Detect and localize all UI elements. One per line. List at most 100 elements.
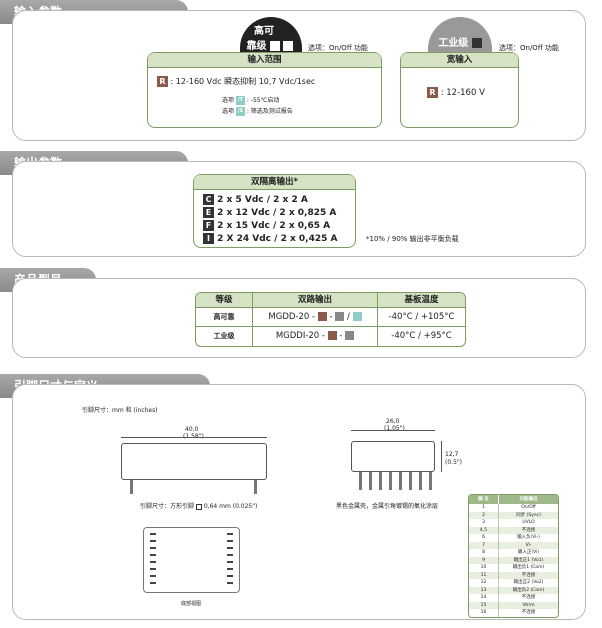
pin-table-row: 2 同步 (Sync) xyxy=(469,511,558,519)
pin-function: Vtrim xyxy=(522,602,535,608)
pin-table-row: 13 输出负2 (Com) xyxy=(469,586,558,594)
pin-table-row: 16 不连接 xyxy=(469,609,558,617)
pin-unit-label: 引脚尺寸：mm 和 (inches) xyxy=(82,407,158,414)
pin-number: 16 xyxy=(469,609,499,617)
pin-number: 2 xyxy=(469,511,499,519)
pin-table-row: 14 不连接 xyxy=(469,594,558,602)
pin-number: 8 xyxy=(469,549,499,557)
industrial-badge-text: 工业级 xyxy=(438,38,469,49)
wide-code-badge: R xyxy=(427,87,438,98)
pin-table-row: 1 On/Off xyxy=(469,504,558,512)
height-in: (0.5") xyxy=(445,459,462,466)
pin-lead xyxy=(419,472,422,490)
output-text: 2 X 24 Vdc / 2 x 0,425 A xyxy=(217,234,338,244)
option2-label: 选项 xyxy=(222,108,235,115)
height-dimension-line xyxy=(441,441,442,472)
output-code: F xyxy=(203,220,214,231)
pin-function: 不连接 xyxy=(521,595,536,600)
model-temp: -40°C / +95°C xyxy=(391,331,452,341)
output-text: 2 x 15 Vdc / 2 x 0,65 A xyxy=(217,221,331,231)
square-pin-icon xyxy=(195,503,202,510)
wide-input-header: 宽输入 xyxy=(401,53,518,68)
model-grade: 高可靠 xyxy=(196,308,253,326)
width-dimension-line xyxy=(121,437,267,438)
square-icon xyxy=(283,41,294,51)
model-row: 高可靠 MGDD-20 - - / -40°C / +105°C xyxy=(196,308,465,327)
model-temp: -40°C / +105°C xyxy=(388,312,455,322)
pin-function: UVLO xyxy=(522,520,535,525)
pin-lead xyxy=(379,472,382,490)
output-code: I xyxy=(203,233,214,244)
module-bottom-view xyxy=(143,527,240,593)
model-header-grade: 等级 xyxy=(196,293,253,307)
model-sep: - xyxy=(339,331,343,341)
pin-function: On/Off xyxy=(521,505,536,510)
output-box: 双隔离输出* C 2 x 5 Vdc / 2 x 2 A E 2 x 12 Vd… xyxy=(193,174,356,248)
pin-number: 11 xyxy=(469,571,499,579)
model-sep: / xyxy=(346,312,350,322)
pin-function: 同步 (Sync) xyxy=(516,512,541,518)
output-row: F 2 x 15 Vdc / 2 x 0,65 A xyxy=(203,220,337,233)
pin-function: 输出正2 (Vo2) xyxy=(513,580,544,585)
output-code: E xyxy=(203,207,214,218)
option-onoff-hirel: 选项：On/Off 功能 xyxy=(308,44,368,52)
pin-number: 4,5 xyxy=(469,526,499,534)
pin-function: 不连接 xyxy=(521,610,536,615)
pin-column-left xyxy=(150,533,156,587)
pin-lead xyxy=(409,472,412,490)
depth-in: (1.05") xyxy=(384,425,405,432)
option-onoff-industrial: 选项：On/Off 功能 xyxy=(499,44,559,52)
square-icon xyxy=(317,312,327,321)
pin-function: 不连接 xyxy=(521,527,536,533)
hirel-badge-line1: 高可 xyxy=(254,26,274,37)
pin-function: 输入负(Vi-) xyxy=(517,535,540,540)
pin-note-text: 引脚尺寸：方形引脚 xyxy=(140,503,195,510)
pin-lead xyxy=(399,472,402,490)
wide-text: : 12-160 V xyxy=(440,88,485,98)
input-range-header: 输入范围 xyxy=(148,53,381,68)
option1-label: 选项 xyxy=(222,97,235,104)
output-list: C 2 x 5 Vdc / 2 x 2 A E 2 x 12 Vdc / 2 x… xyxy=(203,194,337,246)
pin-lead xyxy=(254,480,257,494)
pin-number: 10 xyxy=(469,564,499,572)
pin-number: 7 xyxy=(469,541,499,549)
pin-lead xyxy=(359,472,362,490)
output-note: *10% / 90% 输出非平衡负载 xyxy=(366,235,459,243)
wide-input-box: 宽输入 R : 12-160 V xyxy=(400,52,519,128)
output-text: 2 x 5 Vdc / 2 x 2 A xyxy=(217,195,308,205)
model-row: 工业级 MGDDI-20 - - -40°C / +95°C xyxy=(196,327,465,346)
square-icon xyxy=(352,312,362,321)
output-text: 2 x 12 Vdc / 2 x 0,825 A xyxy=(217,208,337,218)
pin-size-note: 引脚尺寸：方形引脚 0,64 mm (0.025") xyxy=(140,501,257,510)
pin-number: 1 xyxy=(469,504,499,512)
model-table: 等级 双路输出 基板温度 高可靠 MGDD-20 - - / -40°C / +… xyxy=(195,292,466,347)
pin-number: 13 xyxy=(469,586,499,594)
finish-note: 黑色金属壳，金属引角镀锡的氧化涂层 xyxy=(336,503,439,510)
range-code-badge: R xyxy=(157,76,168,87)
pin-lead xyxy=(130,480,133,494)
module-front-view xyxy=(351,441,435,472)
pin-table-header-pin: 脚 位 xyxy=(469,495,499,504)
model-grade: 工业级 xyxy=(196,327,253,346)
range-text: : 12-160 Vdc 瞬态抑制 10,7 Vdc/1sec xyxy=(170,77,316,86)
output-code: C xyxy=(203,194,214,205)
output-row: C 2 x 5 Vdc / 2 x 2 A xyxy=(203,194,337,207)
pin-table-header-func: 功能输出 xyxy=(519,497,538,502)
pin-function: 输出负2 (Com) xyxy=(512,587,545,593)
option1-text: : -55℃启动 xyxy=(246,97,280,104)
module-side-view xyxy=(121,443,267,480)
square-icon xyxy=(335,312,345,321)
depth-mm: 26,0 xyxy=(386,418,400,425)
depth-dimension-line xyxy=(351,430,435,431)
pin-number: 12 xyxy=(469,579,499,587)
square-icon xyxy=(270,41,280,51)
pin-number: 14 xyxy=(469,594,499,602)
pin-lead xyxy=(429,472,432,490)
model-part: MGDDI-20 - xyxy=(275,331,325,341)
model-sep: - xyxy=(329,312,333,322)
